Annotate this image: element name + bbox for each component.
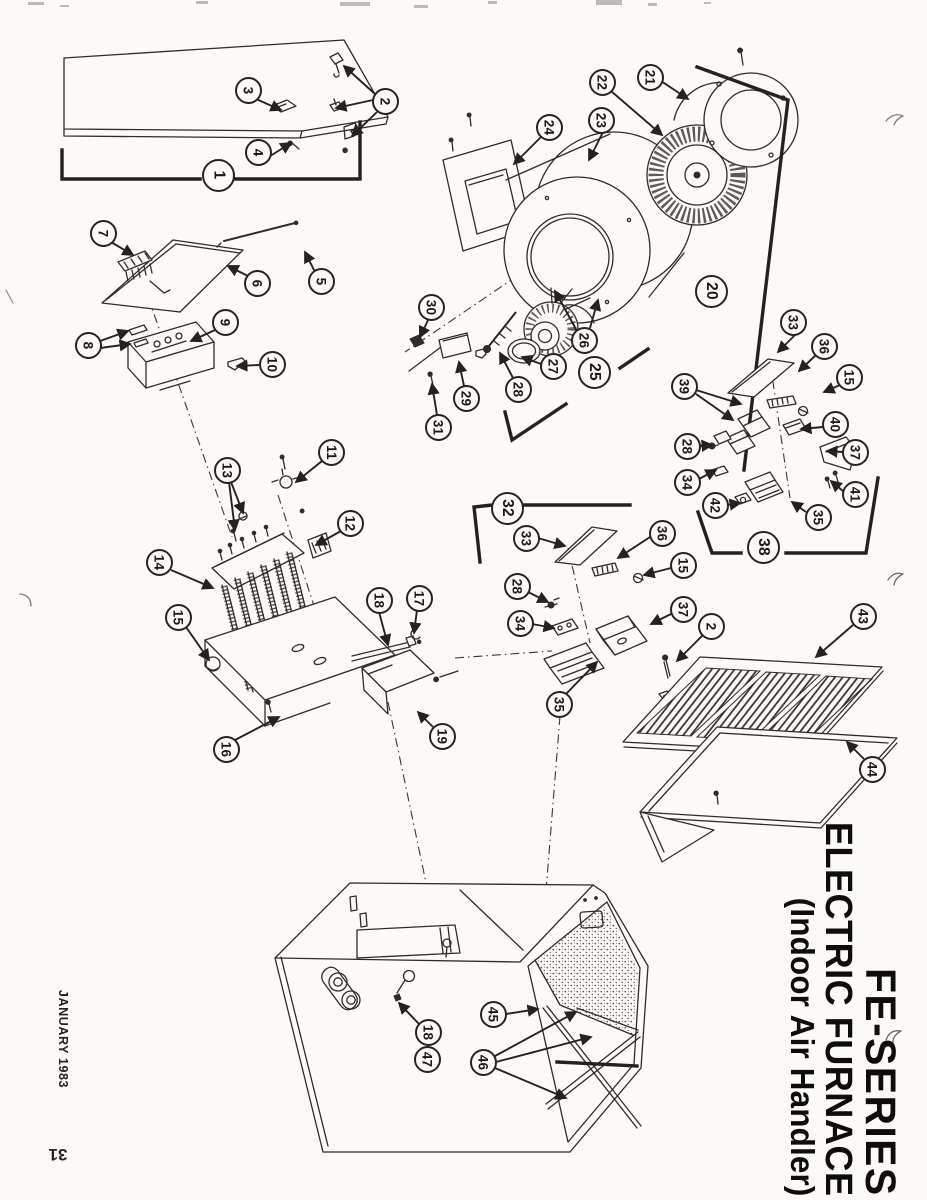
callout-30: 30	[417, 293, 445, 321]
callout-2: 2	[371, 87, 399, 115]
callout-21: 21	[636, 63, 664, 91]
callout-28: 28	[503, 572, 531, 600]
callout-34: 34	[673, 468, 701, 496]
callout-20: 20	[694, 274, 728, 308]
callout-29: 29	[452, 384, 480, 412]
callout-42: 42	[701, 491, 729, 519]
callout-34: 34	[506, 609, 534, 637]
callout-23: 23	[587, 106, 615, 134]
callout-44: 44	[858, 755, 886, 783]
callout-2: 2	[697, 612, 725, 640]
callout-28: 28	[504, 375, 532, 403]
title-line-product: ELECTRIC FURNACE	[817, 821, 860, 1197]
callout-47: 47	[413, 1045, 441, 1073]
callout-39: 39	[670, 372, 698, 400]
callout-15: 15	[164, 603, 192, 631]
callout-27: 27	[539, 352, 567, 380]
callout-8: 8	[74, 331, 102, 359]
callout-40: 40	[821, 410, 849, 438]
publication-date: JANUARY 1983	[56, 989, 70, 1089]
drawing-title: FE-SERIES ELECTRIC FURNACE (Indoor Air H…	[783, 798, 905, 1197]
callout-28: 28	[673, 432, 701, 460]
control-cluster-middle	[472, 503, 672, 700]
callout-41: 41	[841, 480, 869, 508]
callout-13: 13	[213, 456, 241, 484]
callout-25: 25	[577, 355, 611, 389]
callout-46: 46	[469, 1048, 497, 1076]
callout-10: 10	[258, 350, 286, 378]
callout-5: 5	[307, 267, 335, 295]
callout-11: 11	[317, 438, 345, 466]
callout-35: 35	[804, 503, 832, 531]
cabinet	[274, 882, 649, 1153]
callout-12: 12	[336, 509, 364, 537]
heater-assembly	[204, 454, 459, 727]
callout-17: 17	[405, 584, 433, 612]
callout-1: 1	[201, 158, 235, 192]
callout-6: 6	[243, 269, 271, 297]
callout-18: 18	[365, 586, 393, 614]
callout-36: 36	[810, 332, 838, 360]
callout-26: 26	[570, 326, 598, 354]
callout-14: 14	[145, 548, 173, 576]
scan-noise	[5, 0, 904, 1045]
callout-37: 37	[669, 595, 697, 623]
support-panel-assembly	[101, 220, 299, 313]
callout-3: 3	[234, 76, 262, 104]
callout-43: 43	[849, 602, 877, 630]
callout-37: 37	[841, 438, 869, 466]
top-panel-assembly	[60, 39, 389, 181]
callout-15: 15	[669, 551, 697, 579]
callout-18: 18	[414, 1018, 442, 1046]
page-number: 31	[48, 1145, 68, 1164]
callout-35: 35	[545, 690, 573, 718]
callout-33: 33	[779, 308, 807, 336]
callout-9: 9	[211, 308, 239, 336]
callout-24: 24	[535, 113, 563, 141]
callout-31: 31	[424, 413, 452, 441]
callout-22: 22	[588, 68, 616, 96]
filter-grille-assembly	[622, 656, 898, 863]
leader-arrows	[99, 64, 865, 1100]
callout-32: 32	[490, 491, 524, 525]
callout-7: 7	[89, 219, 117, 247]
callout-15: 15	[835, 363, 863, 391]
callout-36: 36	[648, 519, 676, 547]
title-line-series: FE-SERIES	[856, 968, 905, 1197]
callout-38: 38	[746, 530, 780, 564]
title-line-subtitle: (Indoor Air Handler)	[783, 897, 821, 1197]
callout-45: 45	[479, 1000, 507, 1028]
callout-4: 4	[244, 138, 272, 166]
callout-33: 33	[512, 524, 540, 552]
callout-19: 19	[428, 722, 456, 750]
callout-16: 16	[212, 735, 240, 763]
